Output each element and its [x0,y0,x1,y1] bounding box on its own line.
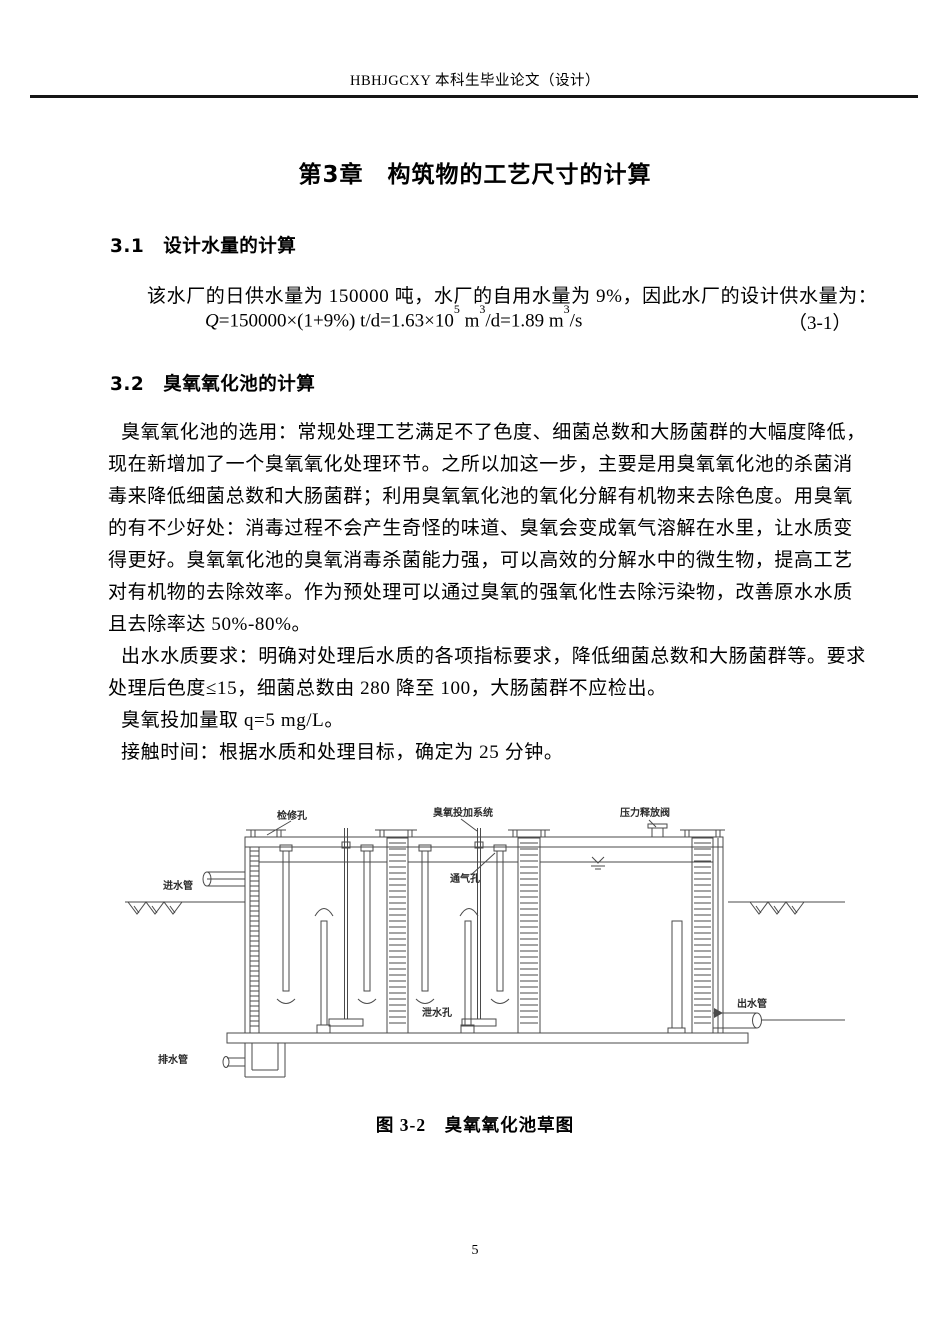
equation-number: （3-1） [788,313,852,334]
equation-variable: Q [205,310,219,332]
label-outlet-pipe: 出水管 [737,997,767,1010]
ozone-dosing-pipe [328,828,364,1027]
label-drain-hole: 泄水孔 [422,1006,452,1019]
figure-caption: 图 3-2 臭氧氧化池草图 [375,1115,575,1135]
header-rule [30,95,918,98]
equation-text: m [459,310,480,332]
diffuser-pipe [276,844,296,1004]
hatched-wall-left [249,846,260,1034]
label-ozone-dosing-system: 臭氧投加系统 [433,806,493,819]
section-3-2-heading: 3.2 臭氧氧化池的计算 [110,374,316,395]
manhole-curb-2 [375,829,417,837]
equation-text: =150000×(1+9%) t/d=1.63×10 [218,310,454,332]
ozone-dosing-pipe [461,828,497,1027]
equation-superscript: 3 [479,302,486,316]
outlet-riser-pipe [667,920,686,1034]
paragraph-line: 臭氧投加量取 q=5 mg/L。 [121,710,344,731]
diffuser-pipe [415,844,435,1004]
inlet-pipe-shape [202,871,245,887]
ground-left [125,901,245,915]
diffuser-pipe [357,844,377,1004]
manhole-curb-3 [508,829,550,837]
leader-lines [266,818,657,876]
page-number: 5 [471,1243,479,1258]
hatched-wall-1 [386,837,409,1034]
sump-and-drain [222,1043,286,1078]
paragraph-line: 毒来降低细菌总数和大肠菌群；利用臭氧氧化池的氧化分解有机物来去除色度。用臭氧 [108,486,853,507]
hatched-wall-2 [517,837,541,1034]
label-inspection-hole: 检修孔 [277,809,307,822]
section-3-1-heading: 3.1 设计水量的计算 [110,236,297,257]
label-drain-pipe: 排水管 [158,1053,188,1066]
paragraph-line: 处理后色度≤15，细菌总数由 280 降至 100，大肠菌群不应检出。 [108,678,667,699]
paragraph-line: 接触时间：根据水质和处理目标，确定为 25 分钟。 [121,742,564,763]
water-level-symbol [591,856,605,870]
ozone-tank-drawing: 检修孔 臭氧投加系统 压力释放阀 进水管 通气孔 泄水孔 出水管 排水管 [125,806,845,1078]
chapter-title: 第3章 构筑物的工艺尺寸的计算 [298,162,652,188]
paragraph-line: 得更好。臭氧氧化池的臭氧消毒杀菌能力强，可以高效的分解水中的微生物，提高工艺 [108,550,853,571]
label-vent-hole: 通气孔 [450,872,480,885]
equation-superscript: 3 [563,302,570,316]
paragraph-line: 且去除率达 50%-80%。 [108,614,312,635]
manhole-curb-4 [680,829,725,837]
section-3-1-intro: 该水厂的日供水量为 150000 吨，水厂的自用水量为 9%，因此水厂的设计供水… [147,286,878,307]
equation-text: /s [569,310,583,332]
diffuser-pipe [490,844,510,1004]
outlet-pipe-shape [713,1008,845,1029]
hatched-wall-right [691,837,714,1034]
label-inlet-pipe: 进水管 [163,879,193,892]
manhole-curb-1 [246,829,286,837]
paragraph-line: 的有不少好处：消毒过程不会产生奇怪的味道、臭氧会变成氧气溶解在水里，让水质变 [108,518,853,539]
pressure-valve-fitting [647,823,668,837]
mid-riser-pipe [314,908,334,1034]
equation-3-1: Q=150000×(1+9%) t/d=1.63×105 m3/d=1.89 m… [205,302,583,332]
paragraph-line: 臭氧氧化池的选用：常规处理工艺满足不了色度、细菌总数和大肠菌群的大幅度降低， [121,422,866,443]
label-pressure-release-valve: 压力释放阀 [620,806,670,819]
ground-right [728,901,845,915]
running-header: HBHJGCXY 本科生毕业论文（设计） [350,73,600,89]
paragraph-line: 出水水质要求：明确对处理后水质的各项指标要求，降低细菌总数和大肠菌群等。要求 [121,646,866,667]
tank-shell [226,836,749,1044]
mid-riser-pipe [459,908,479,1034]
paragraph-line: 现在新增加了一个臭氧氧化处理环节。之所以加这一步，主要是用臭氧氧化池的杀菌消 [108,454,853,475]
equation-superscript: 5 [453,302,460,316]
paragraph-line: 对有机物的去除效率。作为预处理可以通过臭氧的强氧化性去除污染物，改善原水水质 [108,582,853,603]
equation-text: /d=1.89 m [485,310,564,332]
